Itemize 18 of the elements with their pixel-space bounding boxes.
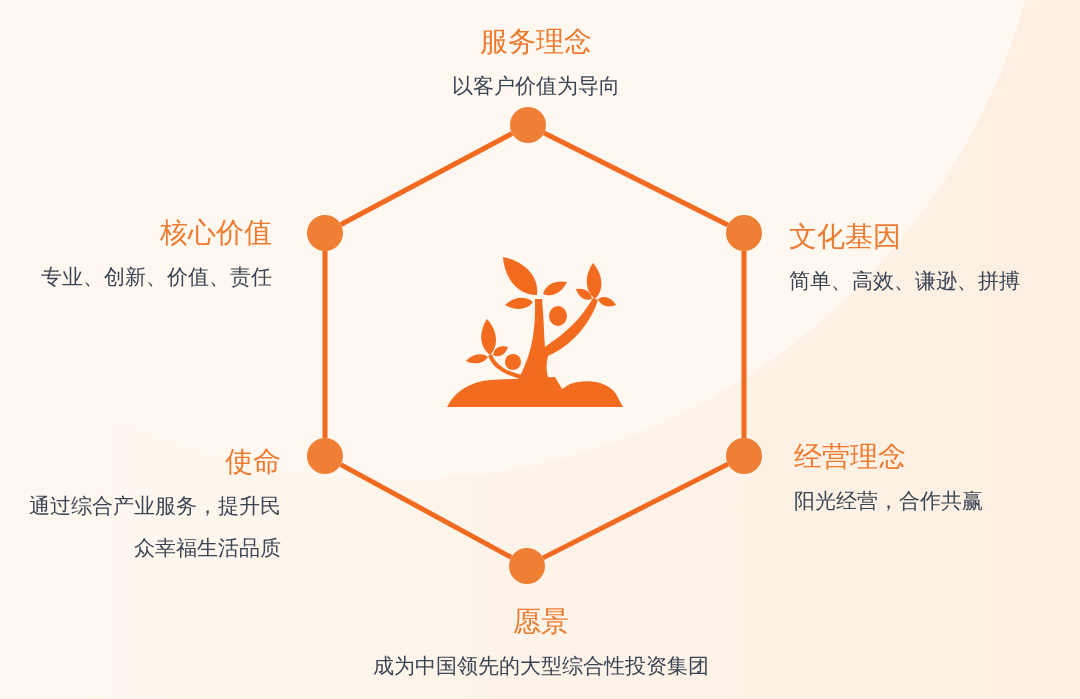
connector-line: [339, 462, 513, 560]
heading-text: 愿景: [513, 604, 569, 640]
connector-line: [541, 461, 730, 561]
heading-text: 使命: [225, 444, 281, 480]
connector-line: [339, 131, 514, 227]
description-text: 以客户价值为导向: [452, 73, 620, 100]
description-text: 成为中国领先的大型综合性投资集团: [373, 653, 709, 680]
heading-text: 服务理念: [480, 24, 592, 60]
description-text: 通过综合产业服务，提升民众幸福生活品质: [28, 493, 281, 562]
description-text: 简单、高效、谦逊、拼搏: [789, 268, 1020, 295]
connector-line: [543, 130, 729, 228]
connector-line: [322, 251, 328, 438]
description-text: 专业、创新、价值、责任: [41, 264, 272, 291]
description-text: 阳光经营，合作共赢: [794, 488, 983, 515]
connector-line: [741, 251, 747, 438]
heading-text: 经营理念: [794, 439, 906, 475]
heading-text: 文化基因: [789, 219, 901, 255]
heading-text: 核心价值: [160, 215, 272, 251]
